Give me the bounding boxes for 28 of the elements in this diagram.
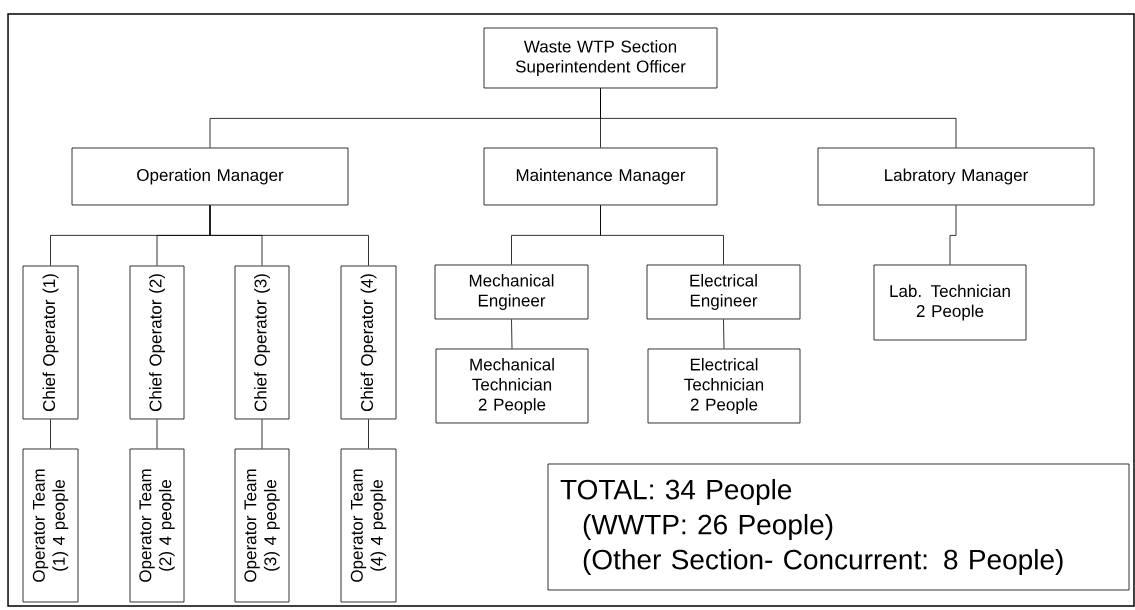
role-box: Chief Operator (1) (22, 265, 79, 420)
role-box: Mechanical Engineer (434, 264, 589, 320)
role-box: Electrical Engineer (646, 264, 801, 320)
connector-line (368, 419, 369, 449)
connector-line (600, 88, 957, 148)
team-box: Operator Team (4) 4 people (340, 448, 397, 603)
role-box: Mechanical Technician 2 People (435, 348, 589, 424)
role-box: Maintenance Manager (483, 147, 718, 206)
summary-box: TOTAL: 34 People (WWTP: 26 People) (Other Section- Concurrent: 8 People) (547, 463, 1130, 591)
role-box: Lab. Technician 2 People (873, 264, 1027, 341)
role-box: Labratory Manager (817, 147, 1095, 206)
role-box: Chief Operator (3) (234, 265, 290, 420)
team-box: Operator Team (2) 4 people (129, 448, 185, 603)
role-box: Electrical Technician 2 People (647, 348, 801, 424)
connector-line (261, 419, 263, 449)
connector-line (600, 205, 724, 265)
role-box: Operation Manager (71, 147, 349, 206)
team-box: Operator Team (3) 4 people (234, 448, 290, 603)
connector-line (156, 419, 158, 449)
connector-line (209, 205, 369, 266)
connector-line (50, 419, 51, 449)
role-box: Chief Operator (4) (340, 265, 397, 420)
team-box: Operator Team (1) 4 people (22, 448, 79, 603)
connector-line (723, 319, 725, 349)
connector-line (949, 205, 957, 265)
role-box: Chief Operator (2) (129, 265, 185, 420)
connector-line (511, 319, 513, 349)
role-box: Waste WTP Section Superintendent Officer (483, 27, 718, 89)
